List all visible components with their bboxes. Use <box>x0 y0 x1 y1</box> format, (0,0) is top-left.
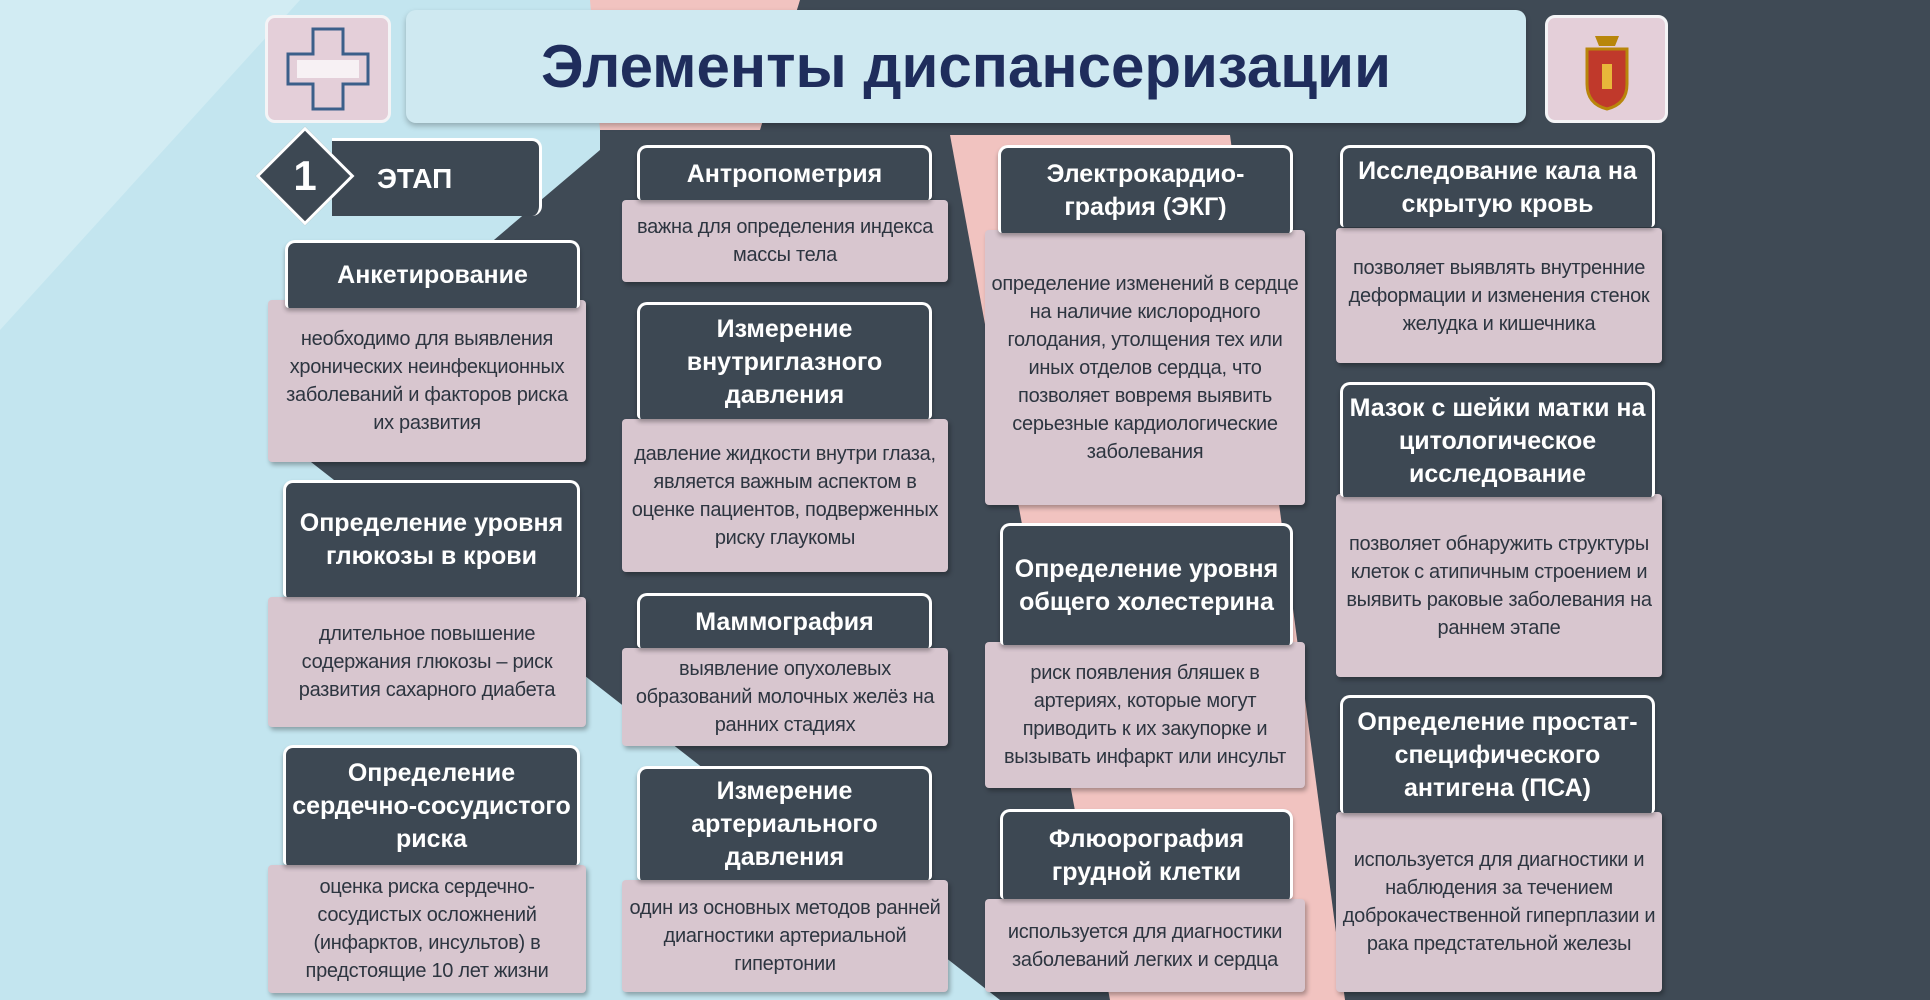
card-text: давление жидкости внутри глаза, является… <box>622 419 948 572</box>
organization-logo <box>265 15 391 123</box>
card-title: Анкетирование <box>285 240 580 308</box>
card-title: Измерение артериального давления <box>637 766 932 880</box>
card-title: Исследование кала на скрытую кровь <box>1340 145 1655 227</box>
card-text: оценка риска сердечно-сосудистых осложне… <box>268 865 586 993</box>
card-text: используется для диагностики и наблюдени… <box>1336 812 1662 992</box>
card-title: Определение сердечно-сосудистого риска <box>283 745 580 865</box>
card-text: необходимо для выявления хронических неи… <box>268 300 586 462</box>
card-title: Мазок с шейки матки на цитологическое ис… <box>1340 382 1655 497</box>
card-text: выявление опухолевых образований молочны… <box>622 648 948 746</box>
card-text: важна для определения индекса массы тела <box>622 200 948 282</box>
card-text: позволяет обнаружить структуры клеток с … <box>1336 494 1662 677</box>
coat-of-arms-icon <box>1545 15 1668 123</box>
card-text: определение изменений в сердце на наличи… <box>985 230 1305 505</box>
card-title: Маммография <box>637 593 932 648</box>
card-title: Измерение внутриглазного давления <box>637 302 932 419</box>
card-title: Антропометрия <box>637 145 932 200</box>
card-title: Определение уровня глюкозы в крови <box>283 480 580 597</box>
card-text: позволяет выявлять внутренние деформации… <box>1336 228 1662 363</box>
card-title: Определение уровня общего холестерина <box>1000 523 1293 645</box>
card-title: Флюорография грудной клетки <box>1000 809 1293 899</box>
card-title: Электрокардио-графия (ЭКГ) <box>998 145 1293 233</box>
page-title: Элементы диспансеризации <box>406 10 1526 123</box>
card-text: один из основных методов ранней диагност… <box>622 880 948 992</box>
stage-label: ЭТАП <box>332 138 542 216</box>
stage-number: 1 <box>293 152 317 199</box>
card-text: риск появления бляшек в артериях, которы… <box>985 642 1305 788</box>
card-text: используется для диагностики заболеваний… <box>985 899 1305 992</box>
card-text: длительное повышение содержания глюкозы … <box>268 597 586 727</box>
stage-badge: ЭТАП 1 <box>255 126 562 226</box>
card-title: Определение простат-специфического антиг… <box>1340 695 1655 813</box>
